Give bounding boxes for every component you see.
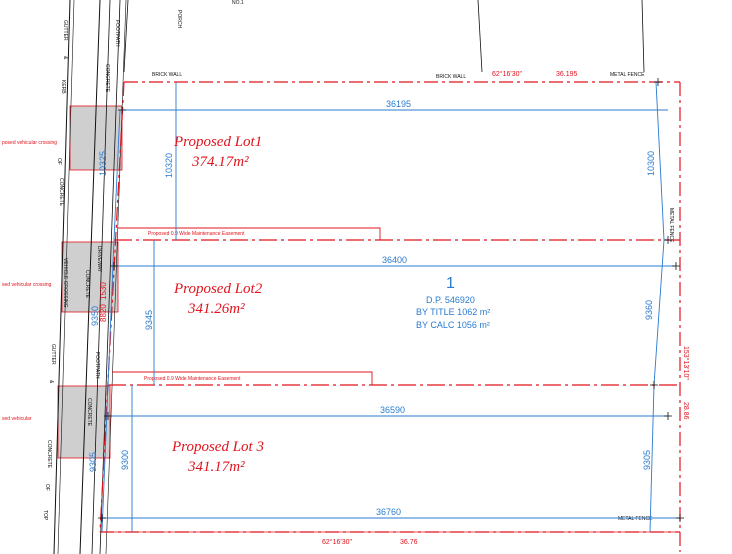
crossing-label-2: sed vehicular crossing <box>2 282 52 288</box>
bearing-right: 153°13'10" <box>682 346 690 380</box>
lot2-depth-right: 9360 <box>644 300 654 320</box>
peg-5 <box>672 262 680 270</box>
street-gutter-top: GUTTER <box>62 20 68 41</box>
footpath-concrete-2: CONCRETE <box>84 270 90 299</box>
peg-10 <box>676 514 684 522</box>
lot3-depth-left: 9305 <box>88 452 98 472</box>
length-bottom: 36.76 <box>400 539 418 546</box>
street-amp-bottom: & <box>48 380 54 384</box>
neighbour-line-2 <box>477 0 483 73</box>
footpath-line-4 <box>105 0 127 554</box>
top-label: NO.1 <box>232 0 244 6</box>
footpath-label-1: FOOTPATH <box>114 20 120 47</box>
boundary-left <box>99 81 125 533</box>
metal-fence-right: METAL FENCE <box>668 208 674 243</box>
street-of-top: OF <box>56 158 62 165</box>
brick-wall-label-1: BRICK WALL <box>152 72 182 78</box>
neighbour-line-1 <box>123 0 129 73</box>
street-concrete-bottom: CONCRETE <box>46 440 52 469</box>
footpath-concrete-3: CONCRETE <box>86 398 92 427</box>
lot1-name: Proposed Lot1 <box>173 134 262 150</box>
lot3-depth-right: 9305 <box>642 450 652 470</box>
street-top-bottom: TOP <box>42 510 48 521</box>
lot2-depth-left: 9350 <box>90 306 100 326</box>
dim-lot3-left <box>101 384 109 533</box>
peg-9 <box>98 514 106 522</box>
lot2-extra-1: 1530 <box>99 282 108 300</box>
metal-fence-bottom: METAL FENCE <box>618 516 653 522</box>
lot2-width-top: 36400 <box>382 255 407 265</box>
lot1-depth-right: 10300 <box>646 151 656 176</box>
easement-outline-2 <box>112 371 373 385</box>
dimension-lines <box>101 81 680 533</box>
peg-8 <box>664 412 672 420</box>
dim-lot2-left <box>107 239 115 386</box>
crossing-label-3: sed vehicular <box>2 416 32 422</box>
length-right: 28.86 <box>682 402 689 420</box>
lot1-depth-left: 10325 <box>98 151 108 176</box>
parent-boundary <box>99 81 681 552</box>
lot3-name: Proposed Lot 3 <box>171 439 264 455</box>
metal-fence-top: METAL FENCE <box>610 72 645 78</box>
driveway-label: DRIVEWAY <box>96 246 102 273</box>
parent-lot-title-area: BY TITLE 1062 m² <box>416 307 490 317</box>
peg-4 <box>110 262 118 270</box>
vehicle-crossing-label: VEHICLE CROSSING <box>62 258 68 308</box>
porch-label: PORCH <box>176 10 182 28</box>
peg-7 <box>104 412 112 420</box>
length-top: 36.195 <box>556 71 578 78</box>
peg-3 <box>664 236 672 244</box>
lot1-depth-inner: 10320 <box>164 153 174 178</box>
kerb-line-2 <box>57 0 75 554</box>
dim-lot2-right <box>653 239 665 386</box>
lot3-width-top: 36590 <box>380 405 405 415</box>
parent-lot-calc-area: BY CALC 1056 m² <box>416 320 490 330</box>
kerb-line <box>53 0 71 554</box>
lot1-width-top: 36195 <box>386 99 411 109</box>
peg-1 <box>118 106 126 114</box>
footpath-line-1 <box>79 0 101 554</box>
street-gutter-bottom: GUTTER <box>50 344 56 365</box>
street-of-bottom: OF <box>44 484 50 491</box>
easement-label-2: Proposed 0.9 Wide Maintenance Easement <box>144 376 241 382</box>
street-kerb-top: KERB <box>60 80 66 94</box>
dim-lot3-right <box>649 384 655 533</box>
survey-pegs <box>98 78 684 522</box>
peg-6 <box>650 381 658 389</box>
parent-lot-dp: D.P. 546920 <box>426 295 475 305</box>
footpath-concrete-1: CONCRETE <box>104 64 110 93</box>
footpath-line-2 <box>91 0 111 554</box>
lot3-area: 341.17m² <box>187 459 245 475</box>
footpath-label-2: FOOTPATH <box>94 352 100 379</box>
peg-2 <box>654 78 662 86</box>
dim-lot1-right <box>655 81 665 241</box>
lot2-name: Proposed Lot2 <box>173 281 263 297</box>
lot3-depth-inner: 9300 <box>120 450 130 470</box>
crossing-label-1: posed vehicular crossing <box>2 140 57 146</box>
lot2-depth-inner: 9345 <box>144 310 154 330</box>
easement-label-1: Proposed 0.9 Wide Maintenance Easement <box>148 231 245 237</box>
dim-lot1-left <box>113 109 121 241</box>
parent-lot-number: 1 <box>446 275 455 292</box>
brick-wall-label-2: BRICK WALL <box>436 74 466 80</box>
crossing-area-3 <box>57 385 111 459</box>
bearing-top: 62°16'30" <box>492 70 522 78</box>
lot2-area: 341.26m² <box>187 301 245 317</box>
lot3-width-bottom: 36760 <box>376 507 401 517</box>
street-amp-top: & <box>62 56 68 60</box>
street-strip: GUTTER & KERB OF CONCRETE GUTTER & CONCR… <box>42 0 127 554</box>
lot1-area: 374.17m² <box>191 154 249 170</box>
lot2-extra-2: 8820 <box>99 304 108 322</box>
bearing-bottom: 62°16'30" <box>322 538 352 546</box>
street-concrete-top: CONCRETE <box>58 178 64 207</box>
easement-outline-1 <box>118 227 381 240</box>
neighbour-line-3 <box>641 0 645 73</box>
